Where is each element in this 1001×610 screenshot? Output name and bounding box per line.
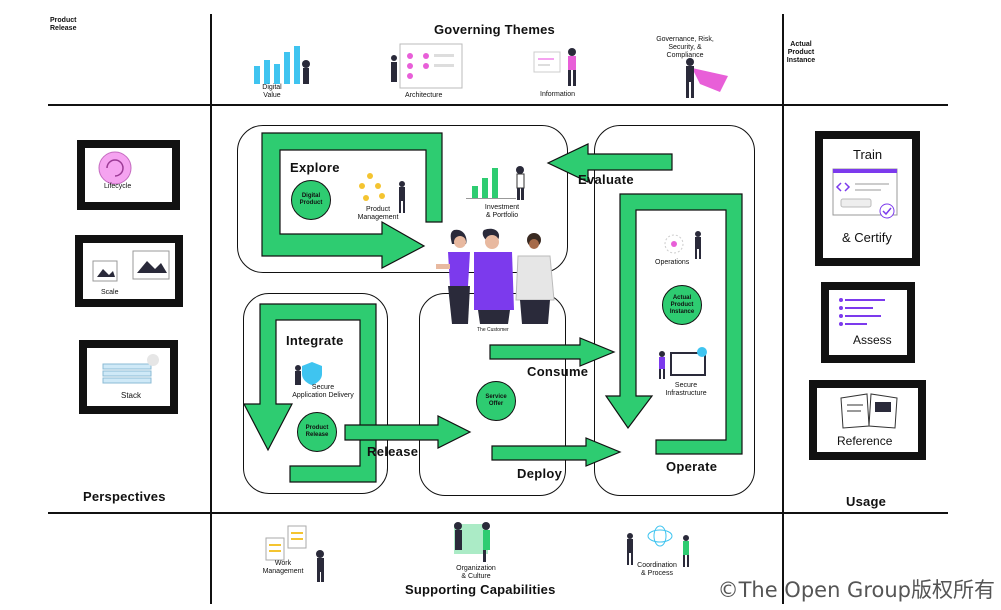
digital-product-node: Digital Product — [291, 180, 331, 220]
customer-label: The Customer — [477, 327, 509, 333]
governance-illustration — [686, 58, 728, 98]
actual-product-instance-node: Actual Product Instance — [662, 285, 702, 325]
reference-label: Reference — [837, 434, 893, 448]
release-title: Release — [367, 444, 419, 459]
coordination-process-label: Coordination & Process — [637, 562, 677, 577]
product-management-illustration — [359, 173, 405, 213]
scale-card — [75, 235, 183, 307]
explore-box — [237, 125, 568, 273]
assess-icon — [839, 298, 885, 326]
train-label: Train — [853, 147, 883, 162]
grid-vertical-left — [210, 14, 212, 604]
perspectives-title: Perspectives — [83, 489, 166, 504]
certify-label: & Certify — [842, 230, 892, 245]
coordination-process-illustration — [627, 525, 689, 567]
operations-label: Operations — [655, 259, 690, 266]
digital-value-illustration — [254, 46, 310, 84]
secure-app-delivery-illustration — [295, 362, 322, 385]
architecture-illustration — [391, 43, 463, 89]
lifecycle-label: Lifecycle — [104, 183, 132, 190]
grid-horizontal-top — [48, 104, 948, 106]
work-management-illustration — [265, 525, 324, 582]
secure-infrastructure-label: Secure Infrastructure — [665, 382, 707, 397]
reference-card — [809, 380, 926, 460]
supporting-capabilities-title: Supporting Capabilities — [405, 582, 556, 597]
stack-icon — [102, 354, 159, 384]
operate-box — [594, 125, 755, 496]
operate-title: Operate — [666, 459, 718, 474]
product-management-label: Product Management — [357, 206, 399, 221]
grid-horizontal-bottom — [48, 512, 948, 514]
copyright-watermark: ©The Open Group版权所有 — [717, 578, 995, 602]
lifecycle-icon — [98, 151, 132, 185]
grid-vertical-right — [782, 14, 784, 604]
scale-label: Scale — [101, 289, 119, 296]
information-illustration — [533, 48, 576, 86]
governance-label: Governance, Risk, Security, & Compliance — [656, 36, 714, 59]
investment-illustration — [466, 166, 525, 200]
secure-infrastructure-illustration — [659, 347, 707, 379]
investment-label: Investment & Portfolio — [484, 204, 520, 219]
deploy-title: Deploy — [517, 466, 563, 481]
certificate-icon — [832, 168, 898, 219]
integrate-box — [243, 293, 388, 494]
assess-card — [821, 282, 915, 363]
stack-label: Stack — [121, 391, 142, 400]
customer-illustration — [436, 228, 555, 324]
information-label: Information — [540, 91, 576, 98]
consume-title: Consume — [527, 364, 589, 379]
lifecycle-card — [77, 140, 180, 210]
assess-label: Assess — [853, 333, 892, 347]
operations-illustration — [664, 231, 701, 259]
service-offer-node: Service Offer — [476, 381, 516, 421]
governing-themes-title: Governing Themes — [434, 22, 555, 37]
actual-product-instance-header: Actual Product Instance — [786, 41, 816, 64]
product-release-header: Product Release — [50, 17, 77, 32]
product-release-node: Product Release — [297, 412, 337, 452]
train-certify-card — [815, 131, 920, 266]
stack-card — [79, 340, 178, 414]
book-icon — [840, 393, 898, 429]
organization-culture-label: Organization & Culture — [456, 565, 496, 580]
digital-value-label: Digital Value — [262, 84, 282, 99]
integrate-title: Integrate — [286, 333, 344, 348]
evaluate-title: Evaluate — [578, 172, 634, 187]
usage-title: Usage — [846, 494, 887, 509]
secure-app-delivery-label: Secure Application Delivery — [292, 384, 354, 399]
scale-icon — [92, 250, 170, 282]
explore-title: Explore — [290, 160, 340, 175]
architecture-label: Architecture — [405, 92, 443, 99]
work-management-label: Work Management — [262, 560, 304, 575]
organization-culture-illustration — [454, 522, 490, 562]
